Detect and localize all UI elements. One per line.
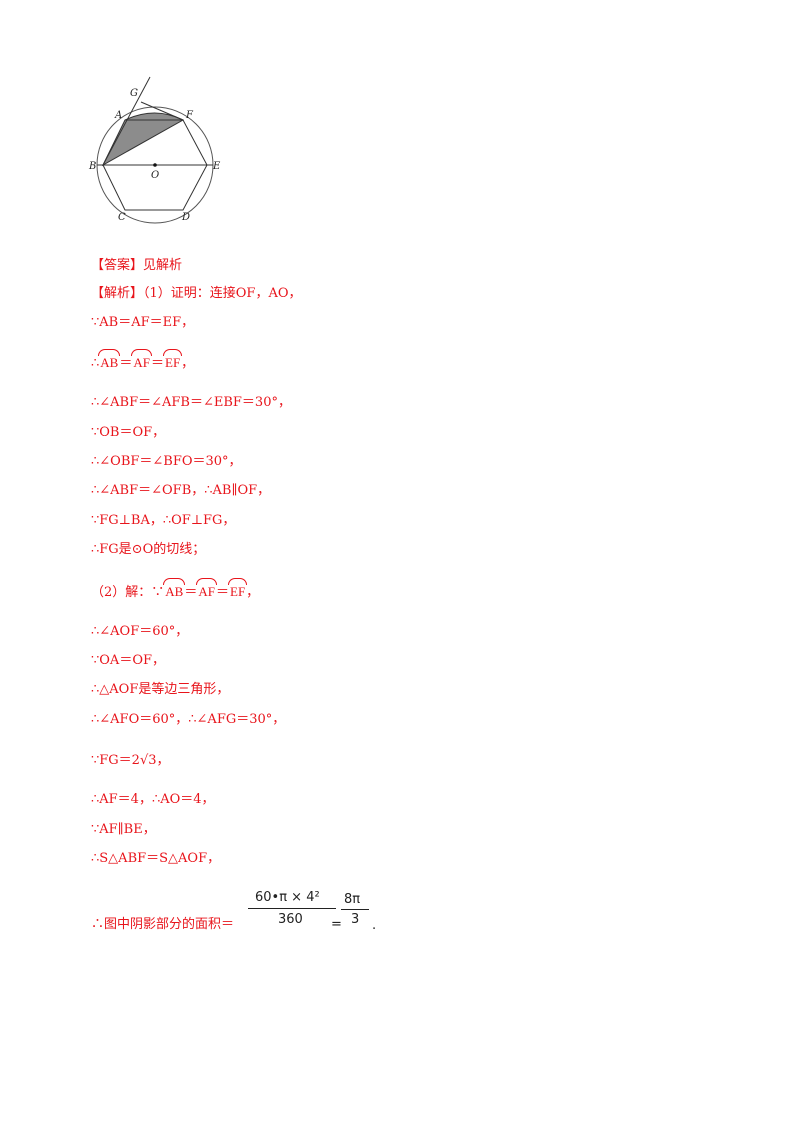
- geometry-figure: G A F B O E C D: [88, 76, 221, 224]
- label-f: F: [185, 110, 194, 121]
- solution-line-9: ∴FG是⊙O的切线；: [91, 542, 206, 557]
- solution-line-15: ∵FG＝2√3，: [91, 753, 170, 768]
- solution-line-11: ∴∠AOF＝60°，: [91, 624, 189, 639]
- line-fg: [140, 101, 184, 121]
- fraction-2-denominator: 3: [351, 912, 360, 927]
- solution-line-4: ∴∠ABF＝∠AFB＝∠EBF＝30°，: [91, 395, 291, 410]
- center-o: [153, 163, 157, 167]
- equals-sign: =: [331, 917, 342, 932]
- arc-ef: EF: [162, 349, 183, 370]
- label-g: G: [130, 88, 138, 99]
- tangent-line-g: [102, 76, 151, 166]
- arc-ef-2: EF: [227, 578, 248, 599]
- part2-prefix: （2）解：∵: [91, 585, 165, 600]
- arc-af: AF: [131, 349, 152, 370]
- label-o: O: [151, 170, 159, 181]
- fraction-1-bar: [248, 908, 336, 909]
- label-c: C: [118, 212, 126, 223]
- answer-line: 【答案】见解析: [91, 258, 183, 273]
- arc-af-2: AF: [196, 578, 217, 599]
- label-d: D: [181, 212, 190, 223]
- solution-line-18: ∴S△ABF＝S△AOF，: [91, 851, 221, 866]
- fraction-1-denominator: 360: [278, 912, 303, 927]
- arc-ab: AB: [98, 349, 121, 370]
- solution-line-2: ∵AB＝AF＝EF，: [91, 315, 195, 330]
- solution-line-5: ∵OB＝OF，: [91, 425, 166, 440]
- solution-line-13: ∴△AOF是等边三角形，: [91, 682, 230, 697]
- period: .: [372, 918, 377, 933]
- solution-line-7: ∴∠ABF＝∠OFB，∴AB∥OF，: [91, 483, 271, 498]
- solution-line-6: ∴∠OBF＝∠BFO＝30°，: [91, 454, 242, 469]
- label-a: A: [114, 110, 122, 121]
- therefore-symbol: ∴: [91, 356, 100, 371]
- label-b: B: [88, 161, 96, 172]
- solution-line-19: ∴图中阴影部分的面积＝: [91, 917, 235, 932]
- solution-line-1: 【解析】（1）证明：连接OF，AO，: [91, 286, 302, 301]
- hexagon: [102, 119, 208, 211]
- solution-line-10: （2）解：∵AB＝AF＝EF，: [91, 578, 260, 600]
- fraction-2-bar: [341, 909, 369, 910]
- label-e: E: [212, 161, 221, 172]
- fraction-2-numerator: 8π: [344, 892, 361, 907]
- fraction-1-numerator: 60•π × 4²: [255, 890, 320, 905]
- solution-line-14: ∴∠AFO＝60°，∴∠AFG＝30°，: [91, 712, 286, 727]
- solution-line-3: ∴AB＝AF＝EF，: [91, 349, 195, 371]
- solution-line-16: ∴AF＝4，∴AO＝4，: [91, 792, 215, 807]
- solution-line-8: ∵FG⊥BA，∴OF⊥FG，: [91, 513, 236, 528]
- solution-line-12: ∵OA＝OF，: [91, 653, 165, 668]
- solution-line-17: ∵AF∥BE，: [91, 822, 156, 837]
- arc-ab-2: AB: [163, 578, 186, 599]
